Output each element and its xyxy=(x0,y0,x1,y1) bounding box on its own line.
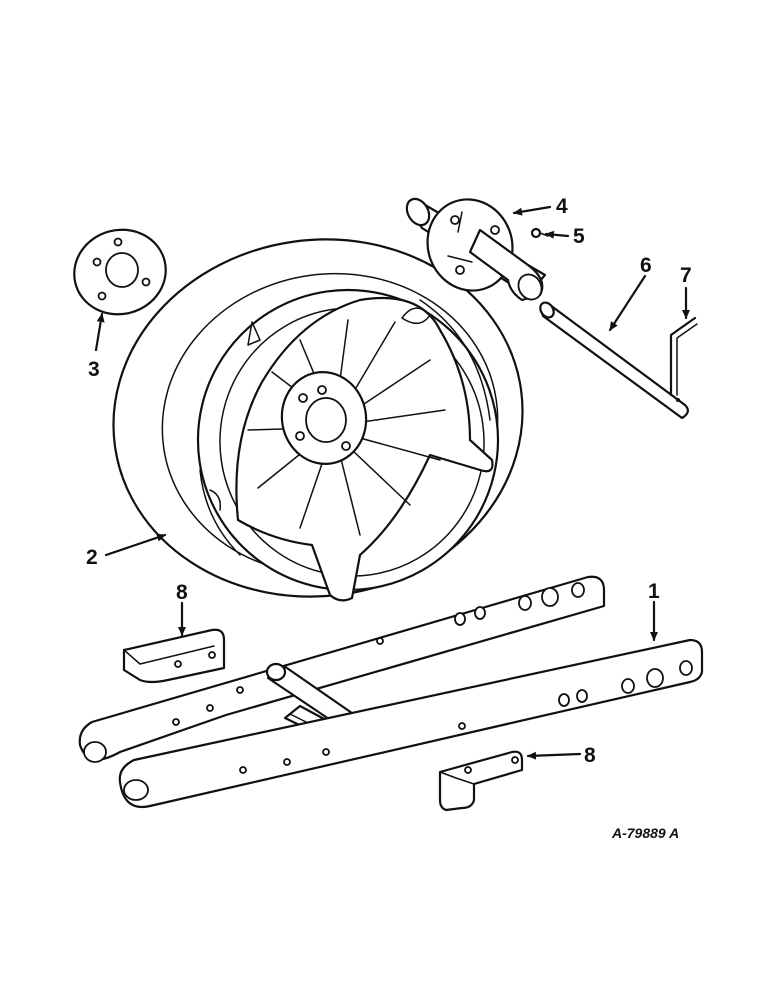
spindle xyxy=(405,197,547,302)
callout-8-upper: 8 xyxy=(176,581,188,604)
shaft xyxy=(539,301,689,420)
hub-plate xyxy=(73,228,167,316)
hitch-frame xyxy=(78,575,704,809)
callout-8-lower: 8 xyxy=(584,744,596,767)
callout-7: 7 xyxy=(680,264,692,287)
pin xyxy=(669,316,698,397)
callout-6: 6 xyxy=(640,254,652,277)
callout-1: 1 xyxy=(648,580,660,603)
reference-code: A-79889 A xyxy=(611,825,679,841)
bracket-lower xyxy=(438,750,524,812)
callout-2: 2 xyxy=(86,546,98,569)
callout-4: 4 xyxy=(556,195,568,218)
wheel-disc xyxy=(235,296,494,602)
leader-lines xyxy=(94,205,690,760)
wheel-tire-assembly xyxy=(112,238,524,602)
bracket-upper xyxy=(122,628,226,684)
callout-3: 3 xyxy=(88,358,100,381)
callout-5: 5 xyxy=(573,225,585,248)
